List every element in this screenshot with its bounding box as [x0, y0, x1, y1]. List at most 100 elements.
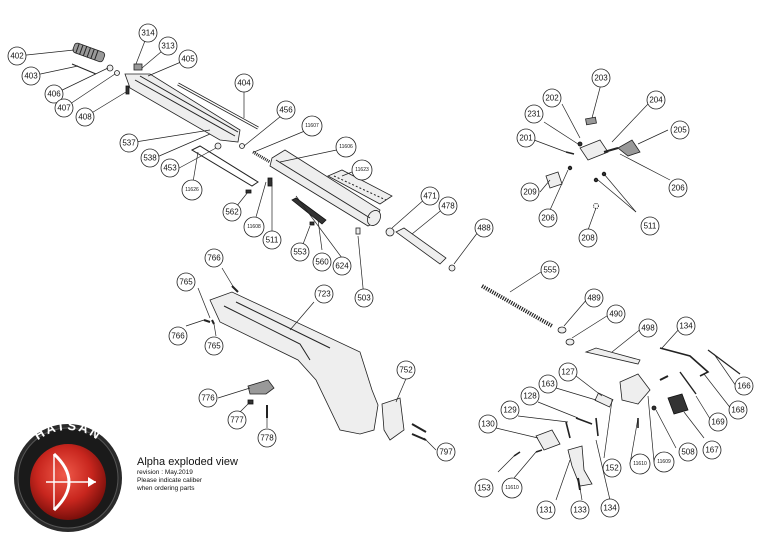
part-478-shape — [395, 227, 447, 265]
callout-label: 11626 — [185, 187, 199, 193]
callout-11610: 11610 — [629, 453, 651, 475]
callout-circle — [227, 410, 247, 430]
part-498-shape — [584, 347, 641, 365]
callout-circle — [638, 318, 658, 338]
callout-circle — [578, 228, 598, 248]
callout-label: 11623 — [355, 167, 369, 173]
callout-circle — [181, 179, 203, 201]
callout-11610: 11610 — [501, 477, 523, 499]
callout-label: 11610 — [633, 461, 647, 467]
callout-166: 166 — [734, 376, 754, 396]
callout-label: 408 — [78, 113, 92, 122]
rear-sight-body-shape — [579, 139, 609, 161]
callout-label: 202 — [545, 94, 559, 103]
callout-134: 134 — [676, 316, 696, 336]
callout-circle — [600, 498, 620, 518]
callout-label: 11606 — [339, 144, 353, 150]
callout-circle — [629, 453, 651, 475]
callout-168: 168 — [728, 400, 748, 420]
callout-circle — [570, 500, 590, 520]
callout-label: 201 — [519, 134, 533, 143]
diagram-title: Alpha exploded view — [137, 456, 238, 468]
callout-777: 777 — [227, 410, 247, 430]
callout-label: 403 — [24, 72, 38, 81]
callout-circle — [646, 90, 666, 110]
callout-766: 766 — [204, 248, 224, 268]
callout-label: 778 — [260, 434, 274, 443]
callout-label: 776 — [201, 394, 215, 403]
callout-765: 765 — [204, 336, 224, 356]
callout-label: 127 — [561, 368, 575, 377]
callout-203: 203 — [591, 68, 611, 88]
part-314-shape — [133, 63, 143, 71]
callout-11623: 11623 — [351, 159, 373, 181]
part-11626-shape — [190, 145, 259, 187]
callout-circle — [670, 120, 690, 140]
rear-sight-group — [545, 116, 641, 209]
callout-169: 169 — [708, 412, 728, 432]
callout-label: 206 — [541, 214, 555, 223]
callout-label: 205 — [673, 126, 687, 135]
callout-circle — [176, 272, 196, 292]
callout-label: 204 — [649, 96, 663, 105]
callout-circle — [204, 248, 224, 268]
callout-circle — [478, 414, 498, 434]
callout-circle — [734, 376, 754, 396]
callout-circle — [335, 136, 357, 158]
callout-circle — [354, 288, 374, 308]
callout-537: 537 — [119, 133, 139, 153]
callout-circle — [158, 36, 178, 56]
part-205-shape — [617, 139, 641, 157]
callout-circle — [538, 208, 558, 228]
callout-label: 498 — [641, 324, 655, 333]
callout-circle — [606, 304, 626, 324]
callout-circle — [243, 216, 265, 238]
callout-label: 11610 — [505, 485, 519, 491]
callout-538: 538 — [140, 148, 160, 168]
callout-circle — [276, 100, 296, 120]
callout-label: 560 — [315, 258, 329, 267]
callout-circle — [500, 400, 520, 420]
callout-407: 407 — [54, 98, 74, 118]
callout-circle — [438, 196, 458, 216]
callout-label: 511 — [644, 222, 657, 231]
callout-circle — [436, 442, 456, 462]
callout-circle — [21, 66, 41, 86]
callout-314: 314 — [138, 23, 158, 43]
trigger-housing-shape — [619, 373, 651, 405]
callout-208: 208 — [578, 228, 598, 248]
callout-624: 624 — [332, 256, 352, 276]
callout-555: 555 — [540, 260, 560, 280]
callout-label: 167 — [705, 446, 719, 455]
callout-circle — [290, 242, 310, 262]
callout-circle — [678, 442, 698, 462]
callout-765: 765 — [176, 272, 196, 292]
callout-label: 562 — [225, 208, 239, 217]
callout-label: 555 — [543, 266, 557, 275]
callout-511: 511 — [640, 216, 660, 236]
callout-label: 134 — [679, 322, 693, 331]
callout-752: 752 — [396, 360, 416, 380]
callout-label: 402 — [10, 52, 24, 61]
callout-471: 471 — [420, 186, 440, 206]
callout-label: 163 — [541, 380, 555, 389]
part-11607-shape — [252, 150, 271, 164]
callout-circle — [668, 178, 688, 198]
part-490-shape — [565, 338, 575, 346]
callout-circle — [138, 23, 158, 43]
stock-shape — [209, 291, 379, 435]
callout-circle — [474, 478, 494, 498]
callout-label: 11608 — [247, 224, 261, 230]
callout-205: 205 — [670, 120, 690, 140]
compression-tube-group — [252, 149, 456, 272]
callout-label: 407 — [57, 104, 71, 113]
callout-231: 231 — [524, 104, 544, 124]
callout-circle — [314, 284, 334, 304]
part-callouts: 4024034064074083143134054044561160711606… — [7, 23, 754, 520]
callout-201: 201 — [516, 128, 536, 148]
callout-circle — [160, 158, 180, 178]
callout-label: 453 — [163, 164, 177, 173]
callout-circle — [558, 362, 578, 382]
callout-circle — [516, 128, 536, 148]
callout-label: 168 — [731, 406, 745, 415]
